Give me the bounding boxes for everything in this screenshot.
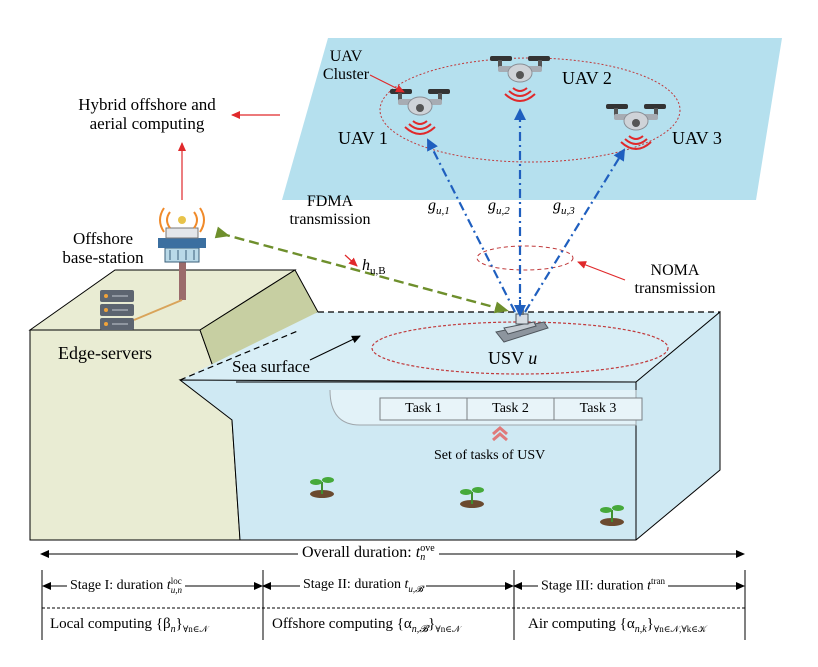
task-row-frame [379, 397, 643, 421]
uav-cluster-arrow [369, 74, 405, 93]
noma-ellipse [476, 245, 574, 271]
stage-ii-label: Stage II: duration tu,𝓑 [300, 577, 427, 595]
offshore-computing-label: Offshore computing {αn,𝓑}∀n∈𝒩 [272, 616, 461, 635]
usv-boat-icon [495, 306, 549, 343]
channel-g1-label: gu,1 [428, 197, 450, 218]
base-station-icon [158, 207, 206, 300]
task-3-cell: Task 3 [579, 401, 617, 416]
channel-g2-label: gu,2 [488, 197, 510, 218]
local-computing-label: Local computing {βn}∀n∈𝒩 [50, 616, 209, 635]
task-2-cell: Task 2 [492, 401, 529, 416]
edge-servers-icon [100, 290, 134, 330]
server-tower-link [133, 299, 183, 321]
channel-h-label: hu,B [362, 257, 386, 278]
uav-2-label: UAV 2 [562, 68, 612, 88]
stage-iii-label: Stage III: duration ttran [538, 576, 669, 595]
uav-3-icon [606, 104, 666, 150]
noma-pointer-arrow [577, 261, 626, 281]
uav-1-icon [390, 89, 450, 135]
uav-plane [282, 38, 782, 200]
sea-top [180, 312, 720, 382]
link-usv-basestation [214, 226, 509, 314]
uav-2-icon [490, 56, 550, 102]
uav-3-label: UAV 3 [672, 128, 722, 148]
plant-icon [600, 505, 624, 526]
uav-1-label: UAV 1 [338, 128, 388, 148]
sea-surface-pointer-arrow [309, 335, 361, 361]
edge-servers-label: Edge-servers [58, 343, 152, 363]
link-uav3-usv [524, 148, 626, 313]
sea-surface-label: Sea surface [232, 357, 310, 376]
air-computing-label: Air computing {αn,k}∀n∈𝒩,∀k∈𝒦 [528, 616, 707, 635]
task-1-cell: Task 1 [405, 401, 442, 416]
usv-label: USV u [488, 348, 538, 368]
sea-left-edge [179, 329, 301, 381]
chevron-up-icon [492, 426, 508, 442]
set-of-tasks-label: Set of tasks of USV [434, 448, 546, 463]
channel-g3-label: gu,3 [553, 197, 575, 218]
fdma-pointer-arrow [344, 254, 358, 267]
plant-icon [460, 487, 484, 508]
plant-icon [310, 477, 334, 498]
